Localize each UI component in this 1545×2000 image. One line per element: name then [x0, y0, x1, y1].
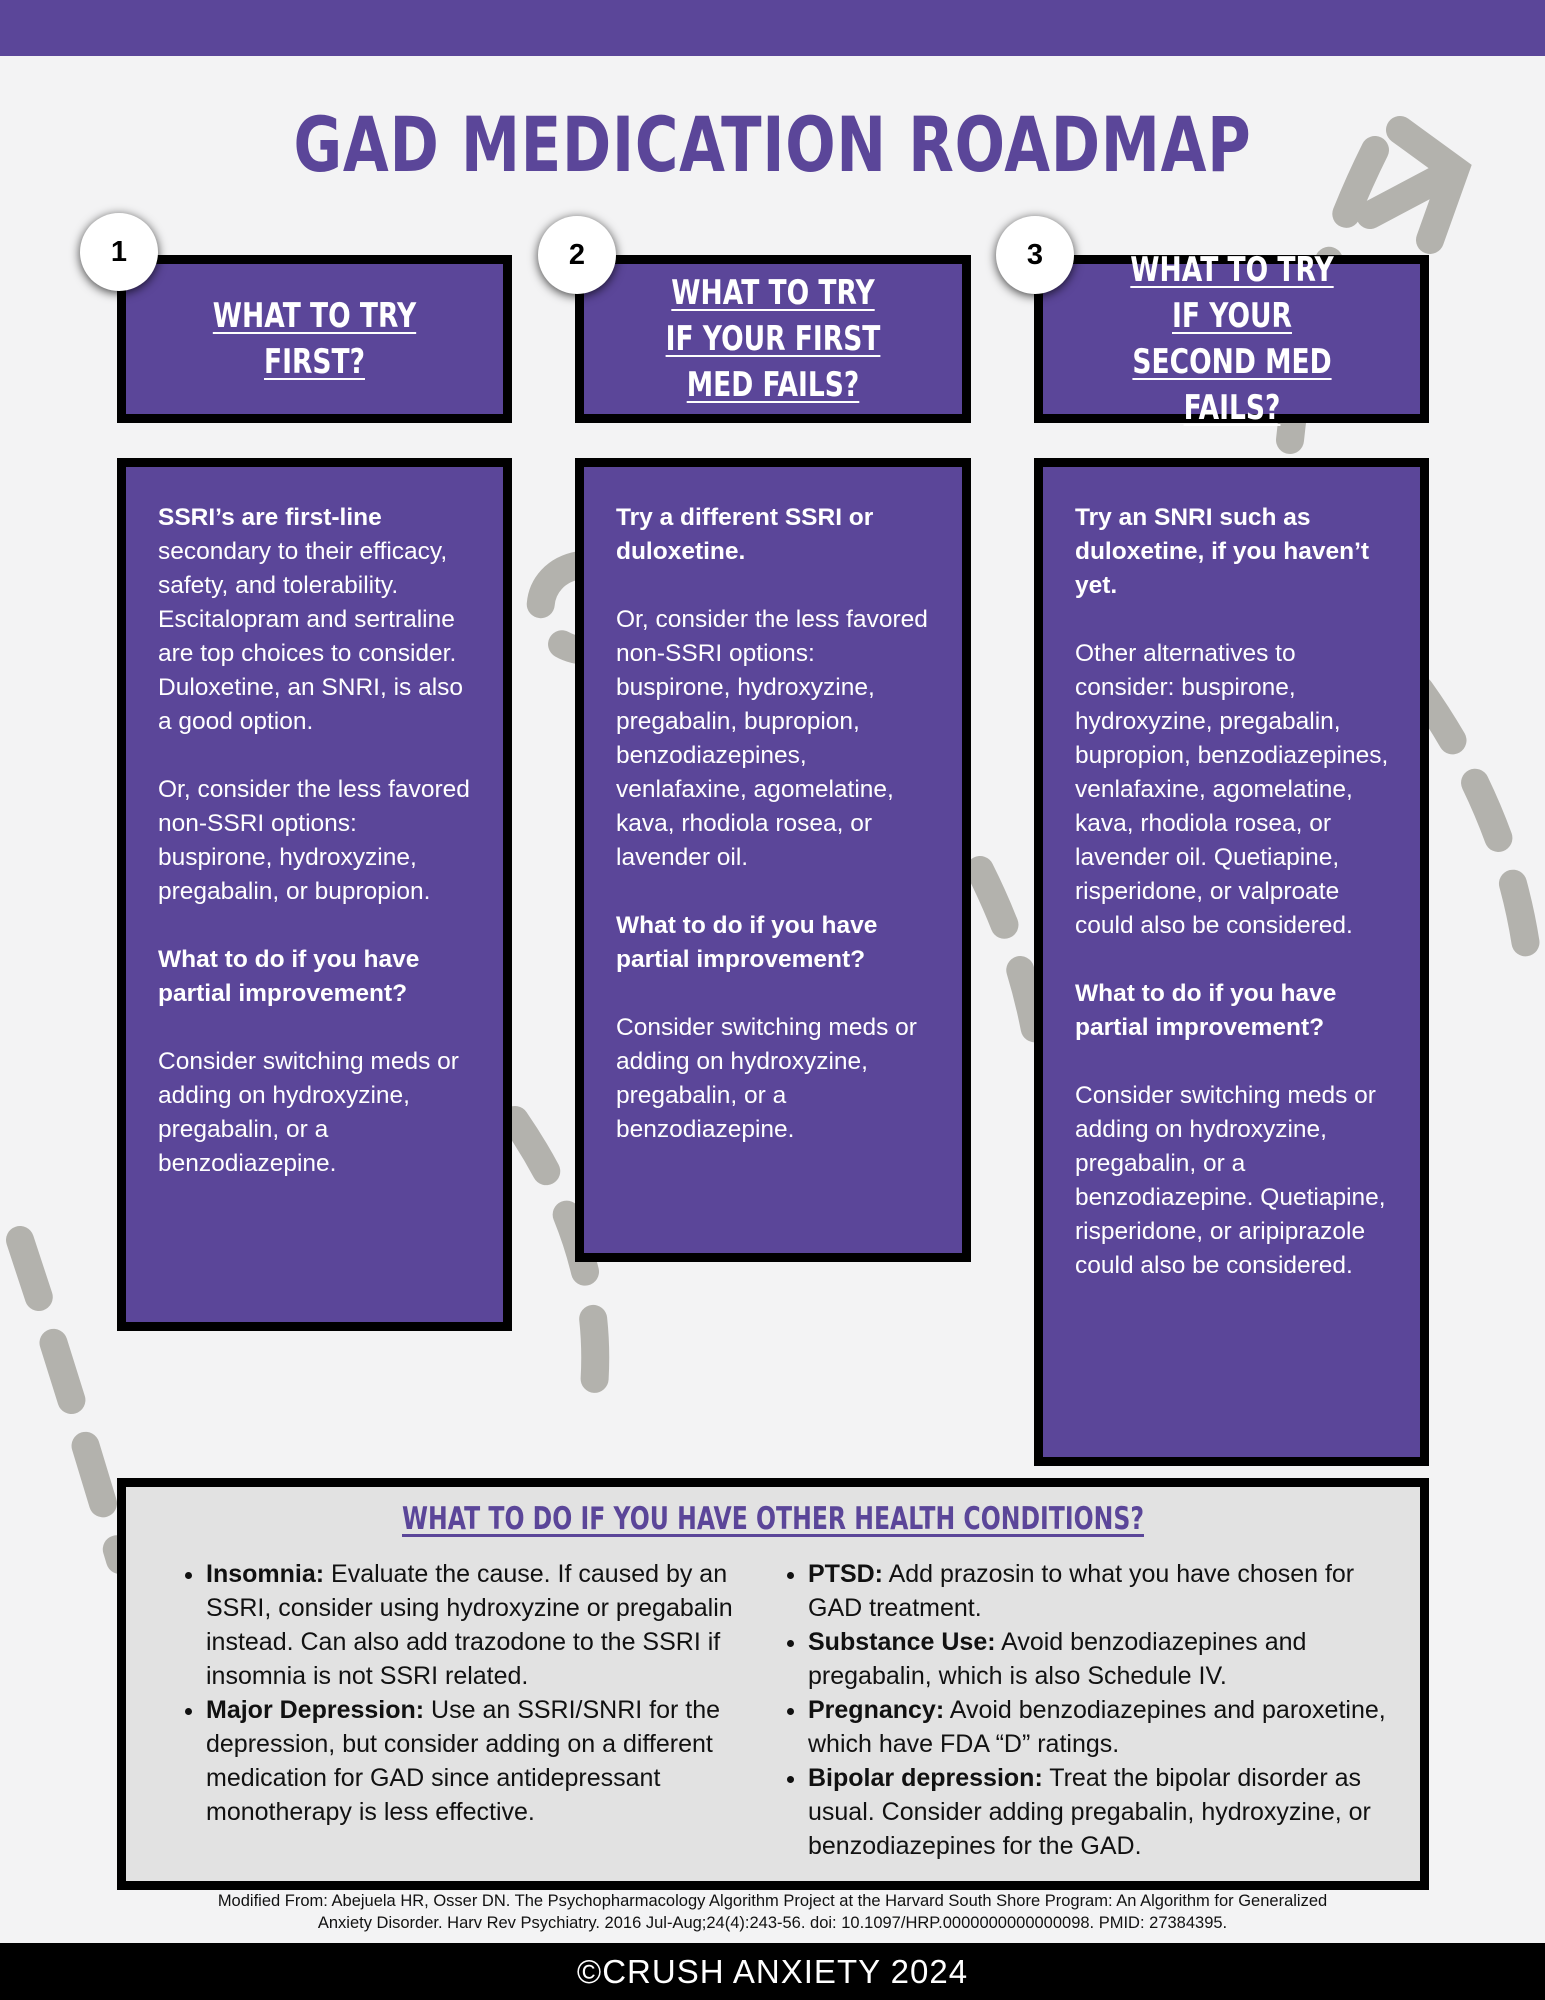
step-paragraph: Or, consider the less favored non-SSRI o… — [158, 773, 473, 909]
bold-text: Try an SNRI such as duloxetine, if you h… — [1075, 504, 1370, 599]
step-paragraph: Try a different SSRI or duloxetine. — [616, 501, 932, 569]
body-text: Consider switching meds or adding on hyd… — [1075, 1082, 1386, 1279]
list-item: Substance Use: Avoid benzodiazepines and… — [808, 1625, 1388, 1693]
citation: Modified From: Abejuela HR, Osser DN. Th… — [110, 1890, 1435, 1934]
step-paragraph: What to do if you have partial improveme… — [1075, 977, 1390, 1045]
step-number-badge: 3 — [996, 216, 1074, 294]
condition-term: Pregnancy: — [808, 1696, 945, 1724]
step-paragraph: What to do if you have partial improveme… — [158, 943, 473, 1011]
condition-text: Add prazosin to what you have chosen for… — [808, 1560, 1355, 1622]
step-1-heading-box: WHAT TO TRY FIRST? — [117, 255, 512, 423]
step-paragraph: Or, consider the less favored non-SSRI o… — [616, 603, 932, 875]
step-paragraph: Consider switching meds or adding on hyd… — [616, 1011, 932, 1147]
conditions-title: WHAT TO DO IF YOU HAVE OTHER HEALTH COND… — [402, 1501, 1144, 1537]
condition-text: Treat the bipolar disorder as usual. Con… — [808, 1764, 1371, 1860]
step-paragraph: Consider switching meds or adding on hyd… — [1075, 1079, 1390, 1283]
list-item: Insomnia: Evaluate the cause. If caused … — [206, 1557, 766, 1693]
condition-term: PTSD: — [808, 1560, 883, 1588]
condition-text: Use an SSRI/SNRI for the depression, but… — [206, 1696, 721, 1826]
conditions-list-right: PTSD: Add prazosin to what you have chos… — [766, 1557, 1388, 1863]
body-text: Or, consider the less favored non-SSRI o… — [616, 606, 928, 871]
page-title: GAD MEDICATION ROADMAP — [293, 100, 1252, 189]
step-paragraph: What to do if you have partial improveme… — [616, 909, 932, 977]
footer-copyright: ©CRUSH ANXIETY 2024 — [0, 1943, 1545, 2000]
other-conditions-box: WHAT TO DO IF YOU HAVE OTHER HEALTH COND… — [117, 1478, 1429, 1890]
bold-text: What to do if you have partial improveme… — [616, 912, 878, 973]
bold-text: Try a different SSRI or duloxetine. — [616, 504, 874, 565]
body-text: secondary to their efficacy, safety, and… — [158, 538, 464, 735]
body-text: Consider switching meds or adding on hyd… — [158, 1048, 459, 1177]
step-heading: WHAT TO TRY IF YOUR SECOND MED FAILS? — [1129, 250, 1334, 428]
step-paragraph: Consider switching meds or adding on hyd… — [158, 1045, 473, 1181]
condition-term: Major Depression: — [206, 1696, 425, 1724]
step-number-badge: 2 — [538, 216, 616, 294]
step-2-body-box: Try a different SSRI or duloxetine. Or, … — [575, 458, 971, 1262]
list-item: Pregnancy: Avoid benzodiazepines and par… — [808, 1693, 1388, 1761]
body-text: Or, consider the less favored non-SSRI o… — [158, 776, 470, 905]
condition-term: Bipolar depression: — [808, 1764, 1043, 1792]
list-item: Major Depression: Use an SSRI/SNRI for t… — [206, 1693, 766, 1829]
step-heading: WHAT TO TRY IF YOUR FIRST MED FAILS? — [665, 273, 881, 405]
citation-line: Modified From: Abejuela HR, Osser DN. Th… — [217, 1892, 1328, 1910]
bold-text: SSRI’s are first-line — [158, 504, 382, 531]
step-3-body-box: Try an SNRI such as duloxetine, if you h… — [1034, 458, 1429, 1466]
conditions-list-left: Insomnia: Evaluate the cause. If caused … — [164, 1557, 766, 1863]
step-2-heading-box: WHAT TO TRY IF YOUR FIRST MED FAILS? — [575, 255, 971, 423]
condition-term: Insomnia: — [206, 1560, 325, 1588]
step-paragraph: Other alternatives to consider: buspiron… — [1075, 637, 1390, 943]
condition-text: Avoid benzodiazepines and pregabalin, wh… — [808, 1628, 1307, 1690]
condition-text: Evaluate the cause. If caused by an SSRI… — [206, 1560, 733, 1690]
condition-text: Avoid benzodiazepines and paroxetine, wh… — [808, 1696, 1386, 1758]
step-paragraph: Try an SNRI such as duloxetine, if you h… — [1075, 501, 1390, 603]
step-number-badge: 1 — [80, 213, 158, 291]
step-paragraph: SSRI’s are first-line secondary to their… — [158, 501, 473, 739]
list-item: PTSD: Add prazosin to what you have chos… — [808, 1557, 1388, 1625]
step-1-body-box: SSRI’s are first-line secondary to their… — [117, 458, 512, 1331]
step-3-heading-box: WHAT TO TRY IF YOUR SECOND MED FAILS? — [1034, 250, 1429, 428]
citation-line: Anxiety Disorder. Harv Rev Psychiatry. 2… — [317, 1914, 1228, 1932]
bold-text: What to do if you have partial improveme… — [1075, 980, 1337, 1041]
bold-text: What to do if you have partial improveme… — [158, 946, 420, 1007]
condition-term: Substance Use: — [808, 1628, 996, 1656]
list-item: Bipolar depression: Treat the bipolar di… — [808, 1761, 1388, 1863]
step-heading: WHAT TO TRY FIRST? — [212, 296, 417, 382]
body-text: Consider switching meds or adding on hyd… — [616, 1014, 917, 1143]
top-banner — [0, 0, 1545, 56]
body-text: Other alternatives to consider: buspiron… — [1075, 640, 1389, 939]
